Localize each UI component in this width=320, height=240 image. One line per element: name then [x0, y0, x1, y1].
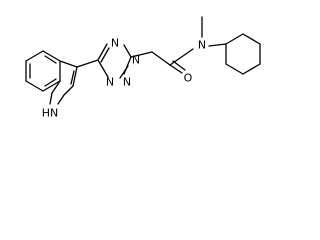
amide-oxygen-label: O — [184, 72, 193, 85]
cyclohexane-ring — [225, 33, 261, 75]
chemical-structure-diagram: N N N N O N HN — [25, 16, 261, 120]
acetamide-linker — [130, 48, 194, 74]
tetrazole-n3-label: N — [123, 76, 131, 89]
tetrazole-n4-label: N — [106, 76, 114, 89]
indole-nh-label: HN — [42, 107, 59, 120]
indole-n-bond-2 — [57, 94, 65, 105]
indole-benzene-ring — [25, 50, 61, 92]
indole-n-bond-1 — [49, 92, 53, 105]
tetrazole-ring — [97, 43, 132, 79]
n-cyclohexyl-bond — [208, 43, 227, 47]
amide-nitrogen-label: N — [198, 39, 206, 52]
indole-pyrrole-ring — [51, 60, 78, 96]
tetrazole-n2-label: N — [132, 54, 140, 67]
indole-tetrazole-bond — [76, 59, 99, 68]
tetrazole-n1-label: N — [111, 37, 119, 50]
